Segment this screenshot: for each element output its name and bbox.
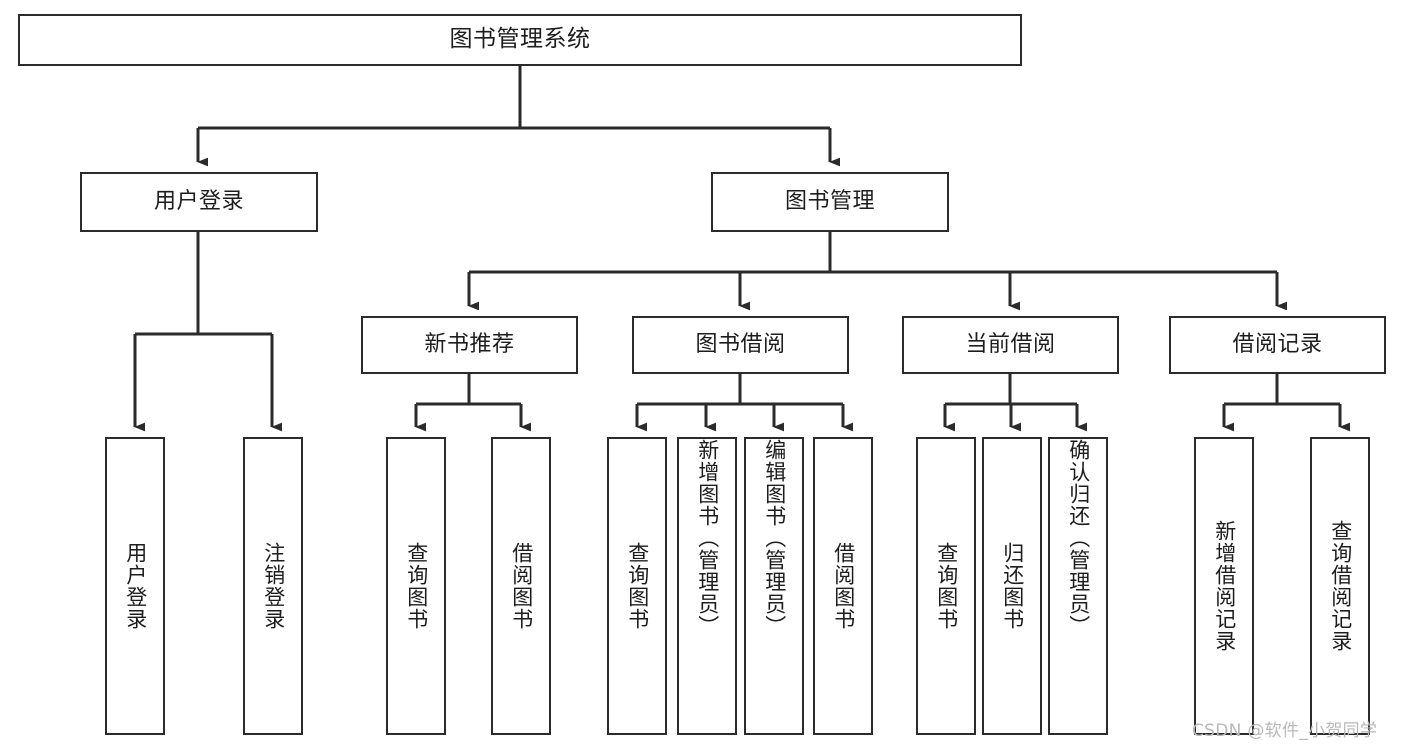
node-leaf-confirm-return-admin[interactable]: 确认归还（管理员） bbox=[1048, 437, 1108, 735]
node-leaf-user-login-label: 用户登录 bbox=[123, 542, 148, 630]
node-leaf-query-book-current[interactable]: 查询图书 bbox=[916, 437, 976, 735]
node-book-borrow[interactable]: 图书借阅 bbox=[632, 316, 849, 374]
node-leaf-add-borrow-record-label: 新增借阅记录 bbox=[1212, 520, 1237, 652]
node-leaf-query-borrow-record[interactable]: 查询借阅记录 bbox=[1310, 437, 1370, 735]
node-leaf-add-borrow-record[interactable]: 新增借阅记录 bbox=[1194, 437, 1254, 735]
node-leaf-confirm-return-admin-label: 确认归还（管理员） bbox=[1066, 439, 1091, 637]
node-root-book-management-system[interactable]: 图书管理系统 bbox=[18, 14, 1022, 66]
node-leaf-borrow-book-recommend[interactable]: 借阅图书 bbox=[491, 437, 551, 735]
node-current-borrow[interactable]: 当前借阅 bbox=[902, 316, 1119, 374]
node-leaf-return-book[interactable]: 归还图书 bbox=[982, 437, 1042, 735]
node-leaf-borrow-book-label: 借阅图书 bbox=[831, 542, 856, 630]
node-leaf-borrow-book-recommend-label: 借阅图书 bbox=[509, 542, 534, 630]
node-leaf-query-borrow-record-label: 查询借阅记录 bbox=[1328, 520, 1353, 652]
node-leaf-return-book-label: 归还图书 bbox=[1000, 542, 1025, 630]
node-leaf-borrow-book[interactable]: 借阅图书 bbox=[813, 437, 873, 735]
node-root-label: 图书管理系统 bbox=[449, 26, 591, 53]
node-book-management-label: 图书管理 bbox=[784, 188, 875, 214]
node-leaf-query-book-borrow-label: 查询图书 bbox=[625, 542, 650, 630]
csdn-watermark: CSDN @软件_小贺同学 bbox=[1192, 721, 1378, 741]
node-leaf-query-book-borrow[interactable]: 查询图书 bbox=[607, 437, 667, 735]
node-borrow-record[interactable]: 借阅记录 bbox=[1169, 316, 1386, 374]
node-leaf-edit-book-admin-label: 编辑图书（管理员） bbox=[762, 439, 787, 637]
node-book-borrow-label: 图书借阅 bbox=[695, 331, 786, 357]
node-user-login-label: 用户登录 bbox=[153, 188, 244, 214]
node-leaf-query-book-recommend[interactable]: 查询图书 bbox=[386, 437, 446, 735]
node-new-book-recommend-label: 新书推荐 bbox=[424, 331, 515, 357]
node-leaf-query-book-current-label: 查询图书 bbox=[934, 542, 959, 630]
node-leaf-add-book-admin[interactable]: 新增图书（管理员） bbox=[677, 437, 737, 735]
node-user-login[interactable]: 用户登录 bbox=[80, 172, 318, 232]
node-new-book-recommend[interactable]: 新书推荐 bbox=[361, 316, 578, 374]
node-leaf-add-book-admin-label: 新增图书（管理员） bbox=[695, 439, 720, 637]
node-leaf-query-book-recommend-label: 查询图书 bbox=[404, 542, 429, 630]
node-leaf-logout-label: 注销登录 bbox=[261, 542, 286, 630]
node-borrow-record-label: 借阅记录 bbox=[1232, 331, 1323, 357]
node-current-borrow-label: 当前借阅 bbox=[965, 331, 1056, 357]
node-leaf-logout[interactable]: 注销登录 bbox=[243, 437, 303, 735]
node-book-management[interactable]: 图书管理 bbox=[711, 172, 949, 232]
node-leaf-edit-book-admin[interactable]: 编辑图书（管理员） bbox=[744, 437, 804, 735]
node-leaf-user-login[interactable]: 用户登录 bbox=[105, 437, 165, 735]
